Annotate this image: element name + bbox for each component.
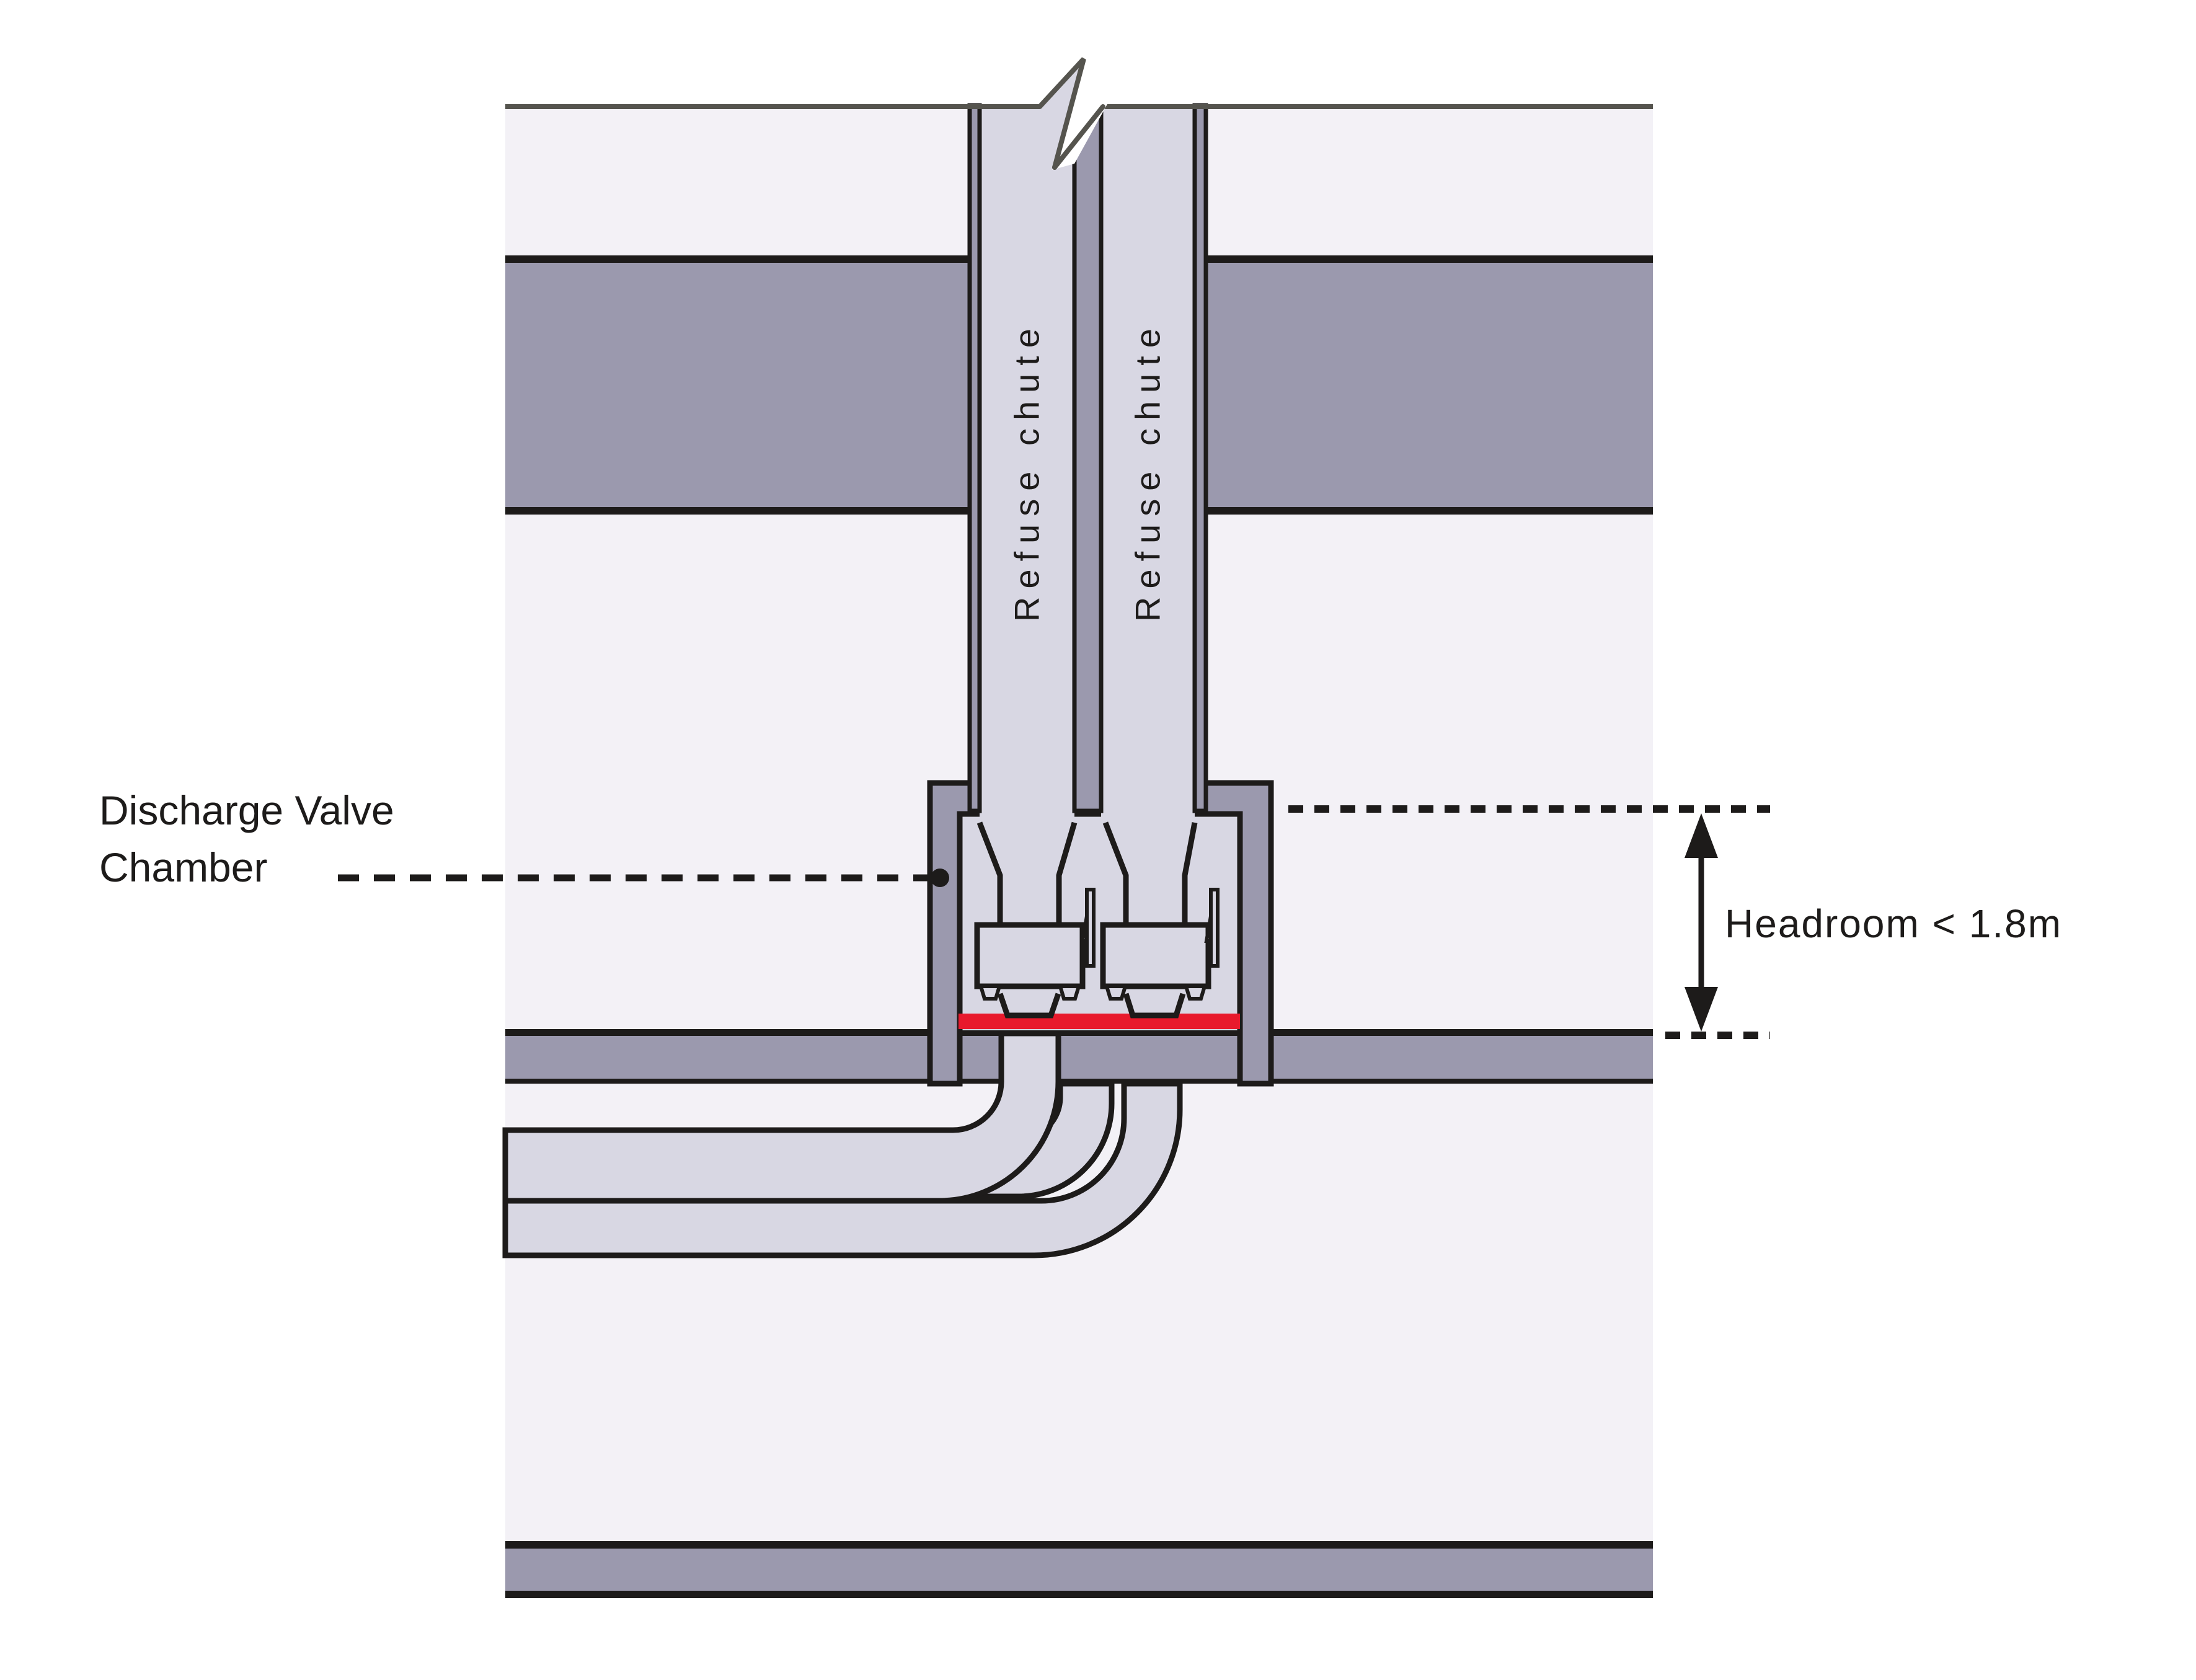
break-gap bbox=[1052, 57, 1107, 170]
chute-right-interior bbox=[1101, 105, 1195, 823]
slab-chamber-top-line bbox=[505, 1029, 1653, 1036]
slab-chamber-fill bbox=[505, 1036, 1653, 1079]
valve-left-foot-b bbox=[1057, 984, 1082, 1001]
valve-right-foot-b bbox=[1183, 984, 1208, 1001]
slab-bottom-fill bbox=[505, 1549, 1653, 1591]
valve-box-right bbox=[1100, 922, 1211, 989]
discharge-cone-right-fill bbox=[1126, 994, 1183, 1015]
chute-right-outer-wall bbox=[1192, 103, 1208, 813]
chamber-floor-red-strip bbox=[959, 1014, 1240, 1029]
break-tear-line-left bbox=[1037, 57, 1086, 170]
chute-left-label: Refuse chute bbox=[1007, 321, 1047, 622]
slab-bottom-top-line bbox=[505, 1541, 1653, 1549]
hopper-right-wall-a bbox=[1102, 821, 1129, 928]
chute-left-interior bbox=[980, 105, 1074, 823]
valve-box-left bbox=[974, 922, 1086, 989]
hopper-right-wall-b bbox=[1182, 822, 1198, 928]
chamber-label-line2: Chamber bbox=[99, 844, 267, 890]
headroom-arrowhead-down bbox=[1685, 987, 1718, 1032]
discharge-cone-left-outline bbox=[997, 993, 1061, 1019]
discharge-cone-right-outline bbox=[1123, 993, 1186, 1019]
break-tear-line-right bbox=[1052, 104, 1105, 170]
valve-right-foot-a bbox=[1104, 984, 1128, 1001]
valve-unit-right bbox=[1100, 821, 1220, 1019]
hopper-left-fill bbox=[980, 823, 1074, 928]
refuse-chutes: Refuse chute Refuse chute bbox=[967, 103, 1208, 823]
valve-left-foot-a bbox=[978, 984, 1003, 1001]
chamber-label-line1: Discharge Valve bbox=[99, 787, 394, 833]
valve-unit-left bbox=[974, 821, 1096, 1019]
chamber-leader-dot bbox=[931, 869, 949, 887]
discharge-cone-left-fill bbox=[1000, 994, 1058, 1015]
headroom-annotation: Headroom < 1.8m bbox=[1288, 805, 2062, 1039]
valve-left-lever-plate bbox=[1085, 888, 1096, 968]
floor-slab-bottom bbox=[505, 1541, 1653, 1598]
roofline-and-break bbox=[505, 57, 1653, 170]
valve-right-lever-plate bbox=[1209, 888, 1220, 968]
headroom-label: Headroom < 1.8m bbox=[1725, 901, 2062, 946]
headroom-arrowhead-up bbox=[1685, 813, 1718, 858]
hopper-left-wall-a bbox=[976, 821, 1003, 928]
break-spike bbox=[1040, 59, 1084, 167]
discharge-pipes bbox=[502, 1030, 1183, 1258]
chute-left-outer-wall bbox=[967, 103, 982, 813]
discharge-pipe-right bbox=[502, 1081, 1183, 1258]
discharge-pipe-left bbox=[502, 1030, 1061, 1204]
chute-divider-wall bbox=[1072, 103, 1104, 813]
slab-bottom-bottom-line bbox=[505, 1591, 1653, 1598]
floor-slab-chamber-level bbox=[505, 1029, 1653, 1084]
chamber-walls bbox=[927, 780, 1274, 1087]
hopper-left-wall-b bbox=[1056, 821, 1078, 928]
chute-right-label: Refuse chute bbox=[1128, 321, 1167, 622]
chamber-annotation: Discharge Valve Chamber bbox=[99, 787, 949, 890]
